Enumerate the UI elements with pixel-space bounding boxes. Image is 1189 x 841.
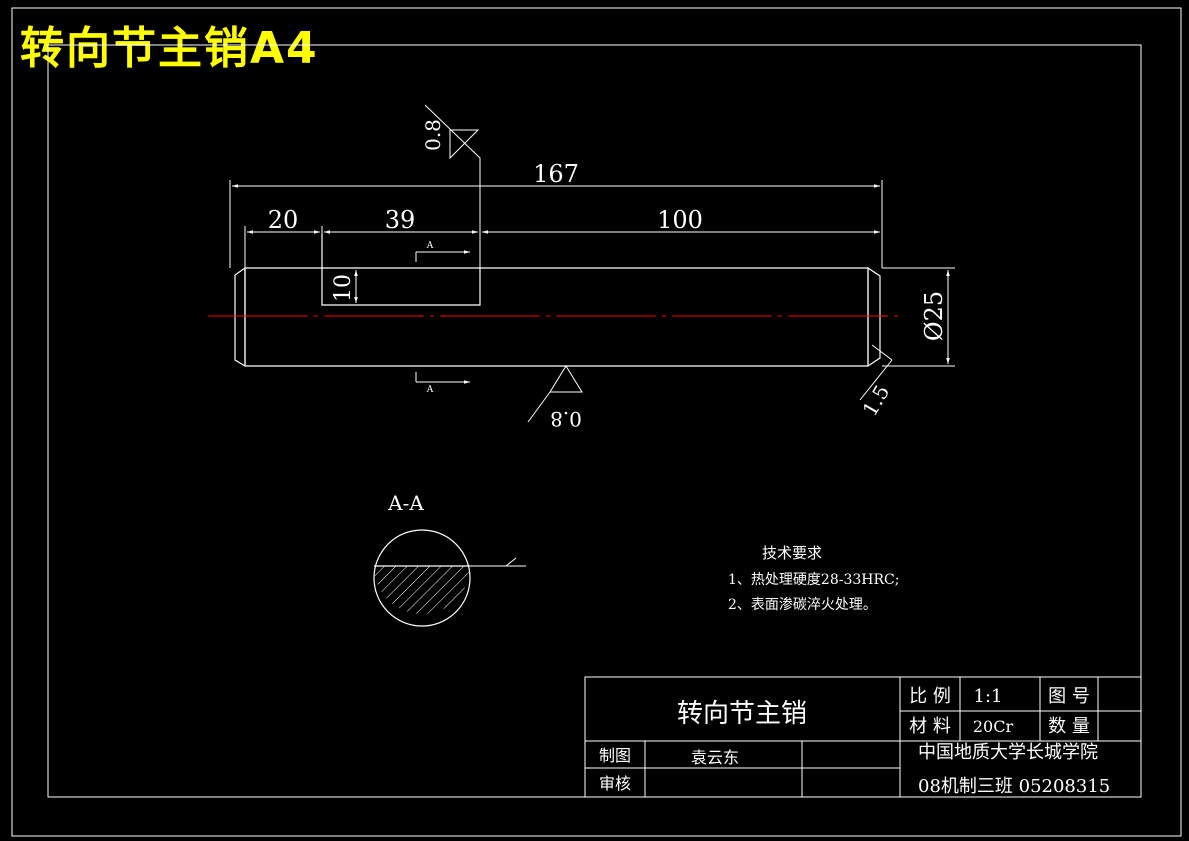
dim-overall-length bbox=[229, 180, 883, 268]
tb-material-label: 材 料 bbox=[909, 716, 951, 737]
section-view bbox=[373, 529, 526, 627]
tb-drawn-value: 袁云东 bbox=[691, 748, 739, 767]
shaft-main-view bbox=[234, 234, 881, 367]
outer-border bbox=[11, 7, 1182, 837]
roughness-top-label: 0.8 bbox=[421, 119, 445, 151]
inner-border bbox=[47, 44, 1142, 798]
tb-material-value: 20Cr bbox=[973, 717, 1014, 736]
section-view-label: A-A bbox=[387, 491, 424, 515]
section-mark-bottom: A bbox=[426, 385, 434, 395]
dim-diameter bbox=[882, 267, 955, 367]
tb-class-info: 08机制三班 05208315 bbox=[918, 776, 1110, 797]
tb-check-label: 审核 bbox=[599, 774, 631, 793]
title-block bbox=[584, 676, 1142, 798]
dim-seg-right-label: 100 bbox=[657, 206, 703, 234]
tech-req-item-2: 2、表面渗碳淬火处理。 bbox=[728, 597, 877, 613]
drawing-banner-title: 转向节主销A4 bbox=[20, 23, 319, 74]
dim-seg-left-label: 20 bbox=[268, 206, 299, 234]
tb-quantity-label: 数 量 bbox=[1048, 716, 1090, 737]
tb-drawing-no-label: 图 号 bbox=[1048, 686, 1090, 707]
dim-segments bbox=[244, 226, 880, 268]
tb-drawn-label: 制图 bbox=[599, 746, 631, 765]
roughness-bottom-label: 0.8 bbox=[550, 407, 582, 431]
tb-part-name: 转向节主销 bbox=[677, 699, 807, 729]
dim-flat-depth-label: 10 bbox=[331, 274, 356, 302]
tb-scale-value: 1:1 bbox=[974, 686, 1003, 707]
section-mark-top: A bbox=[426, 241, 434, 251]
roughness-symbol-top bbox=[424, 104, 481, 268]
tech-req-heading: 技术要求 bbox=[762, 544, 822, 562]
tb-school: 中国地质大学长城学院 bbox=[918, 742, 1098, 763]
dim-chamfer bbox=[859, 344, 893, 401]
section-cut-markers bbox=[415, 250, 470, 384]
dim-overall-length-label: 167 bbox=[533, 160, 579, 188]
tb-scale-label: 比 例 bbox=[909, 686, 951, 707]
roughness-symbol-bottom bbox=[527, 365, 583, 423]
dim-seg-mid-label: 39 bbox=[385, 206, 416, 234]
tech-req-item-1: 1、热处理硬度28-33HRC; bbox=[728, 572, 899, 588]
dim-diameter-label: Ø25 bbox=[920, 291, 948, 341]
dim-chamfer-label: 1.5 bbox=[858, 381, 895, 421]
